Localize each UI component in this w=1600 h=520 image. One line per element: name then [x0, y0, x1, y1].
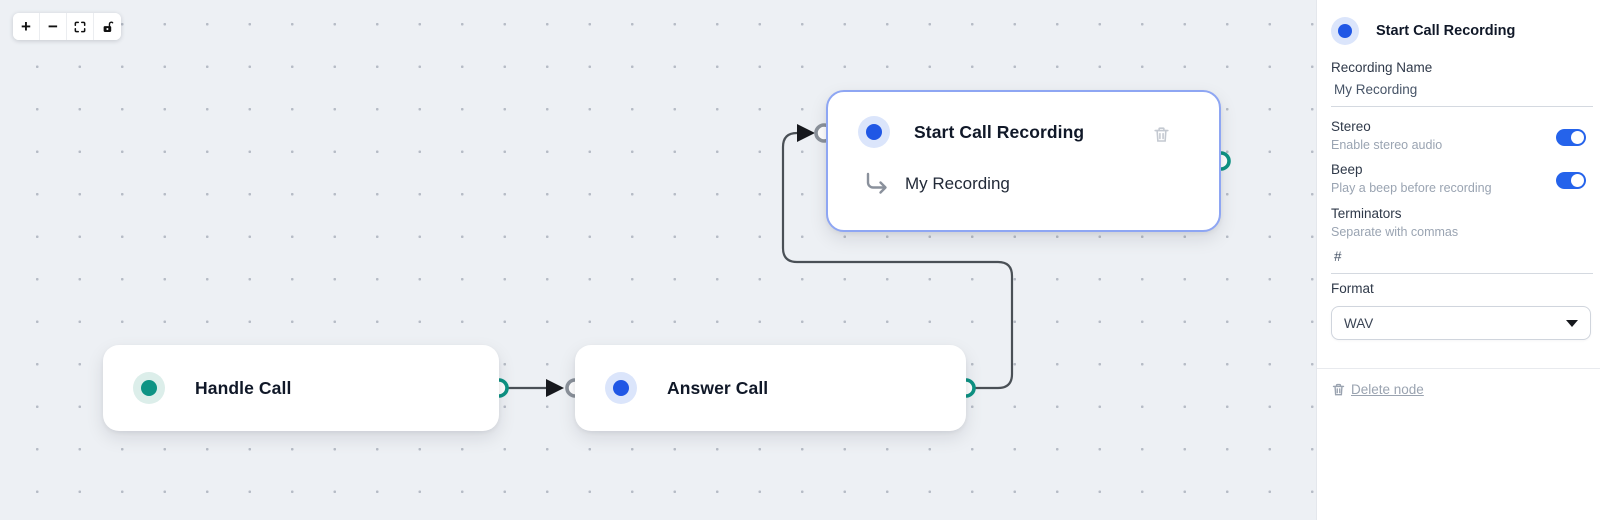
- panel-header: Start Call Recording: [1331, 17, 1515, 45]
- beep-toggle[interactable]: [1556, 172, 1586, 189]
- flow-canvas[interactable]: + − Handle Call: [0, 0, 1316, 520]
- stereo-toggle[interactable]: [1556, 129, 1586, 146]
- lock-toggle-button[interactable]: [94, 13, 121, 40]
- plus-icon: +: [21, 16, 31, 36]
- beep-label: Beep: [1331, 162, 1363, 177]
- node-status-dot: [858, 116, 890, 148]
- unlock-icon: [103, 21, 113, 32]
- trash-icon: [1332, 383, 1345, 396]
- terminators-input[interactable]: [1331, 249, 1593, 274]
- beep-description: Play a beep before recording: [1331, 181, 1492, 195]
- node-status-dot: [605, 372, 637, 404]
- delete-node-label: Delete node: [1351, 382, 1424, 397]
- minus-icon: −: [48, 16, 58, 36]
- zoom-in-button[interactable]: +: [13, 13, 40, 40]
- zoom-out-button[interactable]: −: [40, 13, 67, 40]
- trash-icon: [1154, 127, 1169, 142]
- recording-name-input[interactable]: [1331, 82, 1593, 107]
- panel-divider: [1317, 368, 1600, 369]
- node-title: Answer Call: [667, 377, 769, 398]
- node-status-dot: [133, 372, 165, 404]
- edge-arrowhead: [546, 379, 564, 397]
- node-status-dot: [1331, 17, 1359, 45]
- edge-answer-to-recording[interactable]: [781, 131, 1014, 390]
- delete-node-button[interactable]: Delete node: [1331, 381, 1424, 398]
- format-select[interactable]: WAV: [1331, 306, 1591, 340]
- node-sublabel: My Recording: [905, 173, 1010, 193]
- branch-arrow-icon: [866, 172, 887, 194]
- fit-view-button[interactable]: [67, 13, 94, 40]
- recording-name-label: Recording Name: [1331, 60, 1433, 75]
- node-title: Handle Call: [195, 377, 292, 398]
- node-start-call-recording[interactable]: Start Call Recording My Recording: [826, 90, 1221, 232]
- edge-arrowhead: [797, 124, 815, 142]
- node-title: Start Call Recording: [914, 121, 1085, 142]
- format-label: Format: [1331, 281, 1374, 296]
- properties-panel: Start Call Recording Recording Name Ster…: [1316, 0, 1600, 520]
- terminators-description: Separate with commas: [1331, 225, 1459, 239]
- stereo-label: Stereo: [1331, 119, 1371, 134]
- node-answer-call[interactable]: Answer Call: [575, 345, 966, 431]
- panel-title: Start Call Recording: [1376, 23, 1516, 39]
- canvas-toolbar: + −: [13, 13, 121, 40]
- edges-layer: [489, 123, 1231, 398]
- chevron-down-icon: [1566, 319, 1578, 327]
- stereo-description: Enable stereo audio: [1331, 138, 1443, 152]
- node-delete-button[interactable]: [1152, 124, 1171, 148]
- node-handle-call[interactable]: Handle Call: [103, 345, 499, 431]
- fit-view-icon: [74, 21, 86, 32]
- terminators-label: Terminators: [1331, 206, 1402, 221]
- format-select-value: WAV: [1344, 315, 1374, 331]
